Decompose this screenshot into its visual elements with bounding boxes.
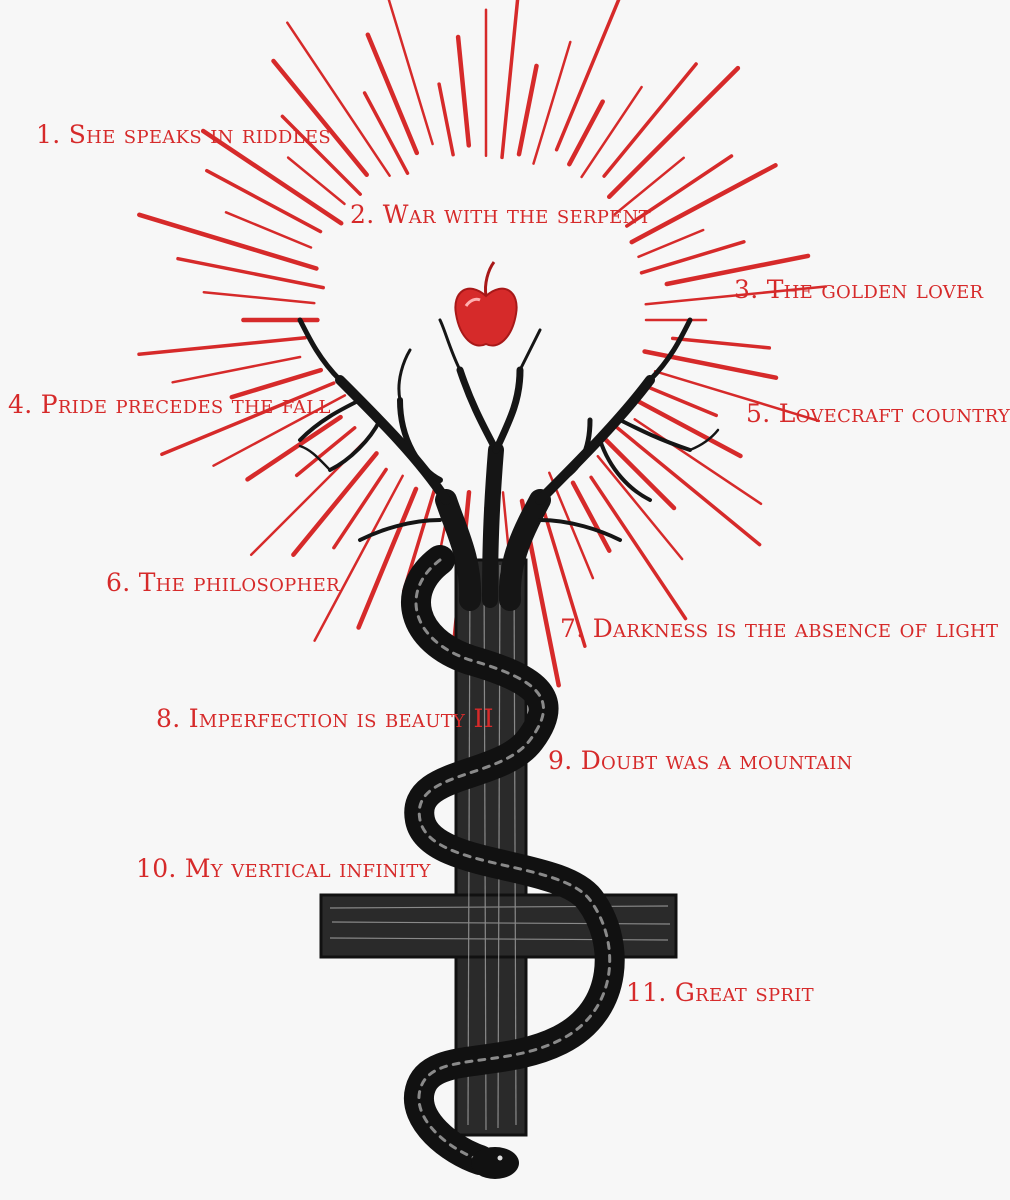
ray [629,163,778,245]
serpent [401,545,625,1179]
ray [224,211,313,249]
ray [637,228,705,259]
track-9-label: 9. Doubt was a mountain [548,746,853,775]
ray [596,454,684,561]
ray [212,394,347,467]
ray [670,336,772,350]
ray [664,253,811,287]
ray [200,128,344,226]
ray [286,156,346,206]
ray [636,399,743,459]
ray [286,21,391,177]
ray [176,256,325,290]
ray [229,367,324,400]
ray [362,91,410,175]
ray [332,467,388,550]
ray [606,65,741,200]
ray [613,156,685,216]
ray [554,0,621,152]
track-10-label: 10. My vertical infinity [136,854,431,883]
track-2-label: 2. War with the serpent [350,200,651,229]
ray [589,475,688,621]
ray [516,63,539,157]
apple-icon [454,261,518,347]
ray [642,349,779,380]
ray [137,336,307,356]
track-7-label: 7. Darkness is the absence of light [560,614,999,643]
ray [611,422,762,547]
ray [437,82,455,157]
ray [137,212,319,271]
ray [625,154,734,228]
ray [291,451,379,557]
track-11-label: 11. Great sprit [626,978,814,1007]
ray [205,168,323,234]
tracklist-artwork: 1. She speaks in riddles 2. War with the… [8,0,1010,1179]
track-3-label: 3. The golden lover [734,275,984,304]
bare-tree [297,317,720,611]
ray [642,383,718,418]
track-4-label: 4. Pride precedes the fall [8,390,331,419]
ray [356,486,419,630]
ray [570,480,612,553]
ray [387,0,434,146]
ray [567,99,605,167]
ray [245,414,343,482]
ray [639,240,746,275]
track-6-label: 6. The philosopher [106,568,340,597]
ray [580,85,643,179]
ray [602,62,698,178]
track-5-label: 5. Lovecraft country [746,399,1010,428]
ray [313,474,404,642]
ray [280,114,362,196]
ray [202,290,316,305]
ray [365,32,420,156]
artwork-illustration [137,0,828,1179]
ray [633,418,763,506]
ray [171,355,302,384]
ray [294,426,357,478]
track-1-label: 1. She speaks in riddles [36,120,331,149]
ray [160,381,336,457]
ray [603,437,677,511]
ray [455,34,472,148]
track-8-label: 8. Imperfection is beauty II [156,704,494,733]
ray [539,499,587,648]
ray [500,0,520,160]
ray [644,285,828,306]
ray [271,58,369,177]
ray [653,370,821,423]
ray [532,40,572,165]
